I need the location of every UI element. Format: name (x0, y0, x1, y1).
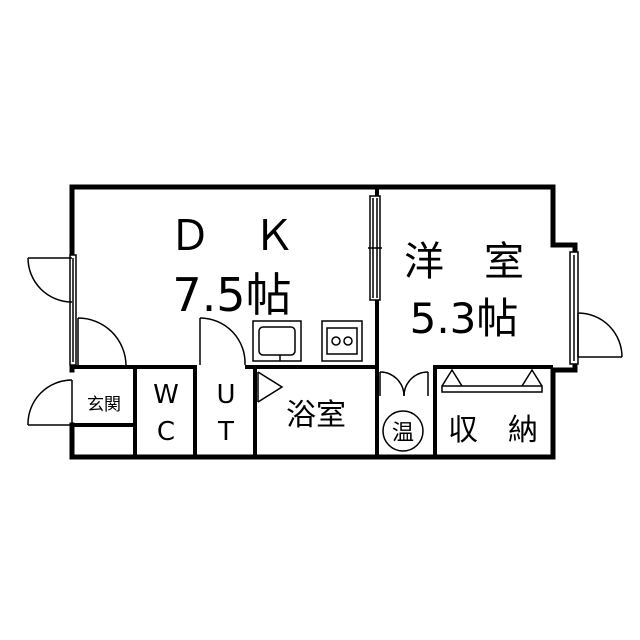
window-left (69, 254, 77, 366)
kitchen-sink (252, 320, 302, 362)
western-room-name: 洋 室 (404, 239, 524, 285)
storage-label: 収 納 (448, 413, 538, 448)
entrance-label: 玄関 (87, 395, 121, 415)
storage-doors (441, 368, 543, 393)
bath-label: 浴室 (286, 398, 346, 433)
door-exterior-upper (27, 257, 73, 303)
door-ut (199, 317, 246, 366)
door-entrance (27, 379, 73, 426)
wc-label-bottom: C (157, 417, 175, 447)
dk-room-name: Ｄ Ｋ (169, 211, 295, 260)
dk-room-size: 7.5帖 (172, 268, 291, 322)
ut-label-bottom: T (217, 417, 234, 447)
sliding-door-dk-western (368, 195, 382, 301)
ut-label-top: U (216, 380, 235, 410)
door-window-right (577, 312, 623, 358)
wc-label-top: W (153, 380, 179, 410)
stove (321, 320, 363, 362)
door-heater-closet (379, 371, 429, 397)
door-entrance-to-dk (77, 317, 127, 366)
heater-label: 温 (392, 421, 414, 446)
western-room-size: 5.3帖 (410, 294, 519, 343)
door-bath (257, 371, 284, 403)
window-right (569, 251, 579, 365)
water-heater-icon (382, 410, 424, 452)
